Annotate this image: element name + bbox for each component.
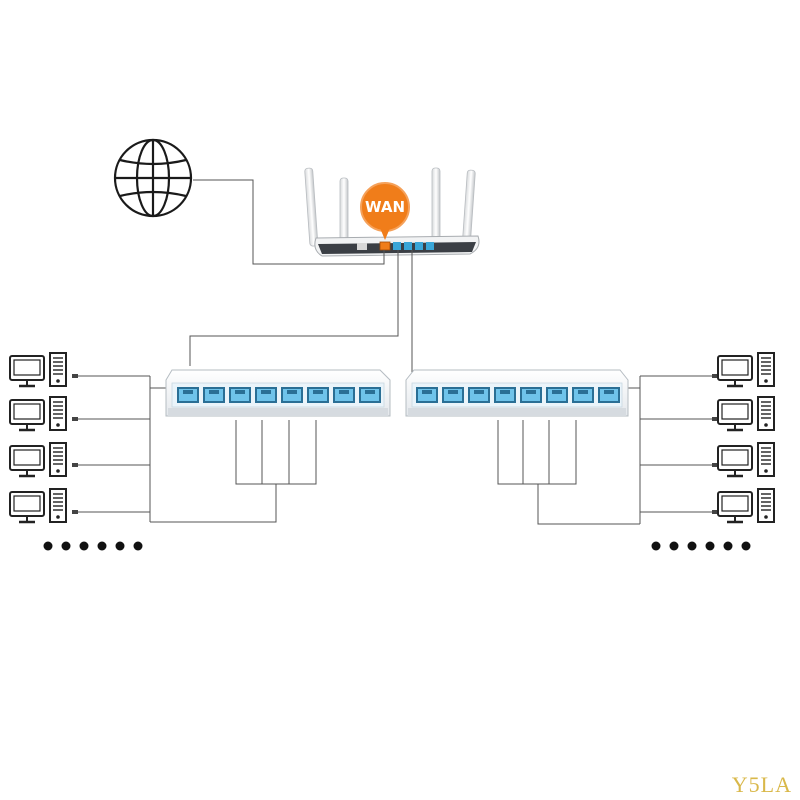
cable-plugs xyxy=(72,374,718,514)
wifi-router xyxy=(304,167,480,257)
desktop-computer-icon xyxy=(716,351,776,388)
right-switch xyxy=(405,369,629,417)
desktop-computer-icon xyxy=(716,395,776,432)
left-more-dots xyxy=(43,541,143,551)
desktop-computer-icon xyxy=(716,487,776,524)
wan-label: WAN xyxy=(365,198,405,216)
globe-icon xyxy=(113,138,193,218)
left-switch xyxy=(165,369,391,417)
desktop-computer-icon xyxy=(8,487,68,524)
watermark: Y5LA xyxy=(731,772,792,797)
left-client-computers xyxy=(8,351,68,524)
desktop-computer-icon xyxy=(8,351,68,388)
wan-badge: WAN xyxy=(360,182,410,240)
desktop-computer-icon xyxy=(8,395,68,432)
right-more-dots xyxy=(651,541,751,551)
desktop-computer-icon xyxy=(716,441,776,478)
connection-lines xyxy=(76,179,714,525)
desktop-computer-icon xyxy=(8,441,68,478)
right-client-computers xyxy=(716,351,776,524)
